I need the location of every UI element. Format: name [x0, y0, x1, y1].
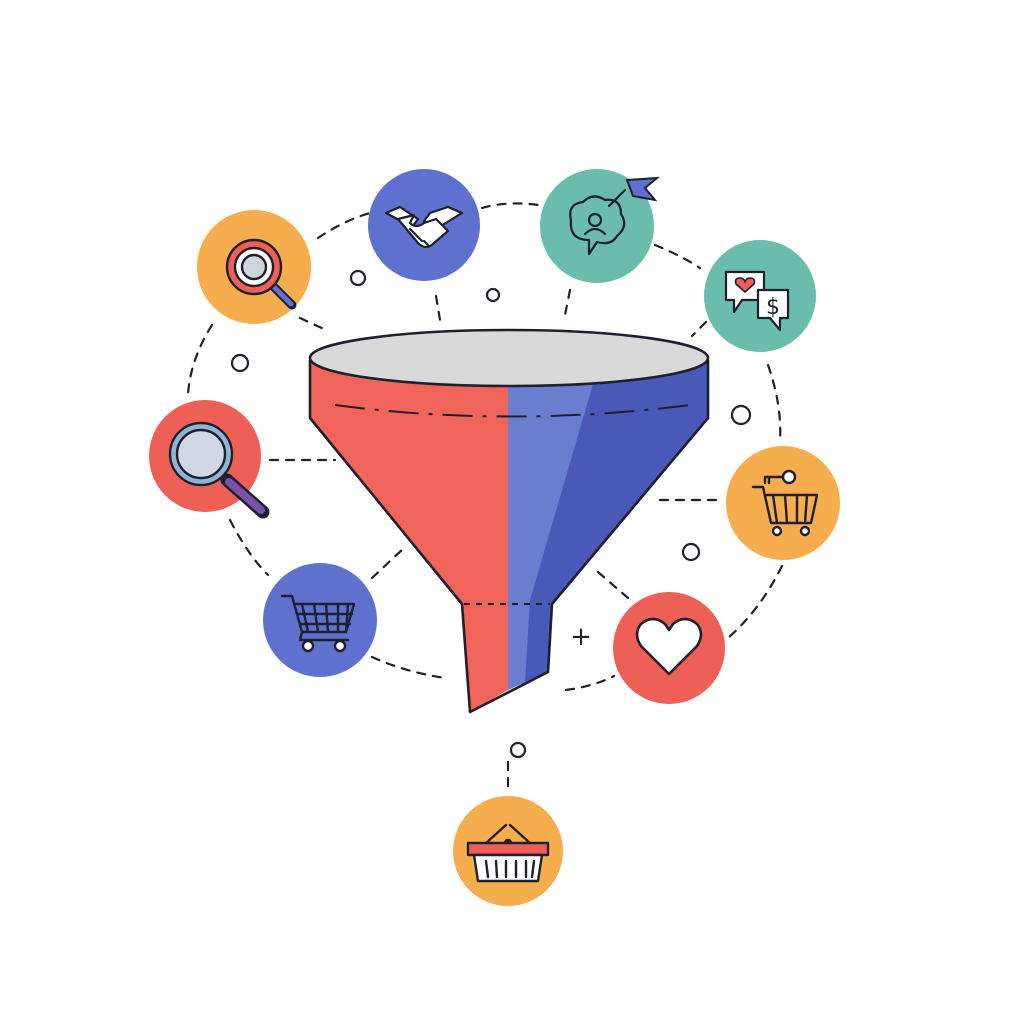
dot-icon	[349, 269, 367, 287]
dot-icon	[485, 287, 501, 303]
funnel-left-half	[310, 356, 508, 712]
connector-arc-lower-left	[228, 518, 270, 577]
cart-key-icon	[751, 469, 819, 537]
funnel-right-shade	[525, 360, 708, 682]
heart-icon	[635, 617, 703, 676]
dot-icon	[230, 353, 250, 373]
decorative-dots	[230, 269, 752, 759]
connector-spoke-chat	[690, 320, 708, 338]
connector-spoke-handshake	[434, 294, 442, 322]
dollar-icon: $	[766, 295, 780, 320]
connector-arc-top-right	[653, 243, 702, 270]
connector-spoke-heart	[596, 570, 630, 600]
connector-arc-lower-right	[726, 564, 784, 640]
handshake-icon	[384, 205, 464, 249]
funnel-band	[334, 404, 691, 418]
target-chat-icon	[569, 188, 627, 256]
connector-arc-left	[186, 323, 214, 397]
node-target-chat	[540, 169, 661, 283]
node-cart-blue	[263, 563, 377, 677]
node-circle	[263, 563, 377, 677]
magnifier-icon	[225, 238, 297, 310]
cart-icon	[280, 594, 356, 653]
dot-icon	[681, 542, 701, 562]
magnifier-icon	[168, 421, 270, 519]
dot-icon	[730, 404, 752, 426]
node-circle	[726, 446, 840, 560]
connector-arc-bottom-left	[370, 655, 447, 680]
funnel-rim	[308, 328, 710, 388]
connector-arc-top-left	[316, 211, 372, 240]
plus-icon: +	[570, 622, 592, 652]
connector-arc-bottom-right	[564, 674, 616, 692]
node-magnifier-orange	[197, 210, 311, 324]
funnel-icon	[308, 328, 710, 714]
connector-arc-top	[480, 202, 547, 210]
flag-icon	[625, 176, 661, 202]
node-group: $	[149, 169, 840, 906]
love-money-chat-icon	[724, 270, 790, 332]
node-magnifier-red	[149, 400, 270, 519]
connector-spoke-cart-blue	[370, 546, 406, 580]
connector-spoke-magnifier	[298, 316, 328, 332]
node-heart	[613, 592, 725, 704]
connector-arc-right	[766, 363, 782, 442]
node-cart-orange	[726, 446, 840, 560]
basket-icon	[466, 823, 550, 883]
funnel-outline	[308, 360, 710, 714]
connector-spoke-target	[563, 288, 572, 317]
dot-icon	[509, 741, 527, 759]
node-love-money-chat: $	[704, 240, 816, 352]
connector-lines	[186, 202, 784, 794]
node-basket	[453, 796, 563, 906]
node-handshake	[368, 169, 480, 281]
